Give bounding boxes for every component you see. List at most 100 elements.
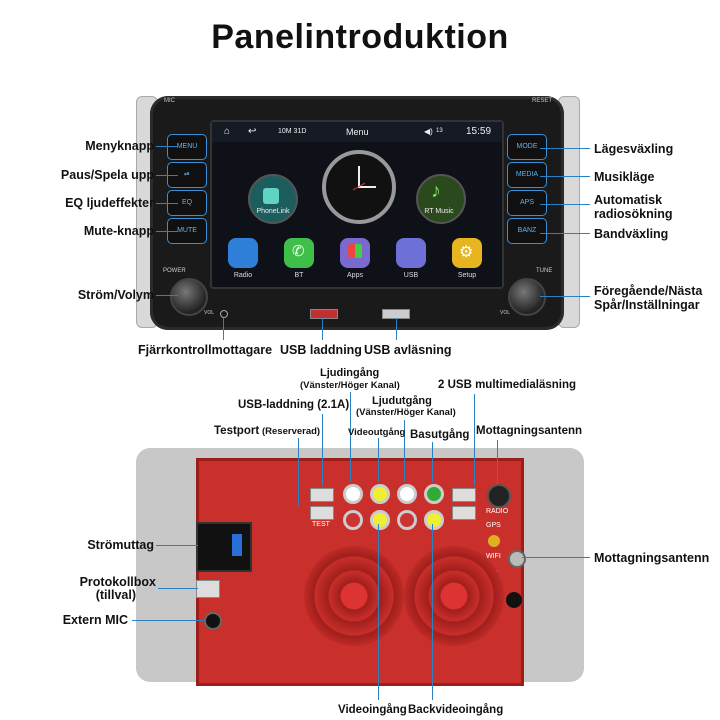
- leader-radiosokning: [540, 204, 590, 205]
- app-label-apps: Apps: [347, 272, 363, 279]
- label-tillval: (tillval): [95, 588, 136, 602]
- leader-mute: [156, 231, 178, 232]
- video-in-rca[interactable]: [370, 510, 390, 530]
- apps-grid-glyph: [348, 244, 362, 258]
- gps-antenna-port[interactable]: [488, 535, 500, 547]
- audio-out-right-rca[interactable]: [397, 510, 417, 530]
- reset-label: RESET: [532, 98, 553, 104]
- leader-stromuttag: [156, 545, 198, 546]
- usb-media-port-2[interactable]: [452, 506, 476, 520]
- radio-app-icon[interactable]: [228, 238, 258, 268]
- leader-bandvaxling: [540, 233, 590, 234]
- tune-label: TUNE: [536, 268, 553, 274]
- app-label-setup: Setup: [457, 272, 477, 279]
- leader-usb-laddning: [322, 318, 323, 340]
- media-button[interactable]: MEDIA: [507, 162, 547, 188]
- port-label-test: TEST: [312, 521, 330, 528]
- label-usb-laddning-rear: USB-laddning (2.1A): [238, 399, 350, 411]
- label-ljudutgang-sub: (Vänster/Höger Kanal): [356, 407, 456, 418]
- app-label-usb: USB: [403, 272, 419, 279]
- band-button[interactable]: BANZ: [507, 218, 547, 244]
- app-label-radio: Radio: [233, 272, 253, 279]
- clock-hand-minute: [358, 186, 376, 188]
- leader-testport: [298, 438, 299, 506]
- usb-charge-port[interactable]: [310, 309, 338, 319]
- label-fjarrkontroll: Fjärrkontrollmottagare: [138, 343, 273, 357]
- leader-ljudutgang: [404, 420, 405, 482]
- leader-menyknapp: [156, 146, 178, 147]
- rtmusic-widget[interactable]: [416, 174, 466, 224]
- back-icon[interactable]: ↩: [248, 126, 257, 137]
- volume-icon: ◀): [424, 127, 433, 136]
- wifi-antenna-port[interactable]: [508, 550, 526, 568]
- menu-button[interactable]: MENU: [167, 134, 207, 160]
- protocol-box-port[interactable]: [196, 580, 220, 598]
- black-round-port[interactable]: [506, 592, 522, 608]
- usb-media-port-1[interactable]: [452, 488, 476, 502]
- port-label-radio: RADIO: [486, 508, 509, 515]
- label-strom-volym: Ström/Volym: [77, 288, 154, 302]
- cooling-fan-right: [404, 546, 504, 646]
- label-basutgang: Basutgång: [410, 429, 470, 441]
- label-usb-avlasning: USB avläsning: [364, 343, 452, 357]
- audio-in-left-rca[interactable]: [343, 484, 363, 504]
- video-out-rca[interactable]: [370, 484, 390, 504]
- mic-label: MIC: [164, 98, 175, 104]
- status-volume: 13: [436, 128, 443, 134]
- phone-glyph: ✆: [292, 243, 305, 260]
- power-socket[interactable]: [196, 522, 252, 572]
- label-eq: EQ ljudeffekter: [65, 196, 154, 210]
- leader-musiklage: [540, 176, 590, 177]
- leader-mottagning-right: [522, 557, 590, 558]
- leader-basutgang: [432, 442, 433, 482]
- status-menu[interactable]: Menu: [346, 127, 369, 137]
- bt-app-icon[interactable]: [284, 238, 314, 268]
- tune-knob[interactable]: [508, 278, 546, 316]
- status-radio: 10M 31D: [278, 128, 307, 135]
- home-icon[interactable]: ⌂: [224, 126, 231, 137]
- cooling-fan-left: [304, 546, 404, 646]
- leader-strom-volym: [156, 295, 178, 296]
- external-mic-port[interactable]: [204, 612, 222, 630]
- aps-button[interactable]: APS: [507, 190, 547, 216]
- mode-button[interactable]: MODE: [507, 134, 547, 160]
- label-menyknapp: Menyknapp: [85, 139, 154, 153]
- leader-mottagning-top: [497, 440, 498, 484]
- radio-antenna-port[interactable]: [487, 484, 511, 508]
- leader-videoutgang: [378, 438, 379, 482]
- label-lagesvaxling: Lägesväxling: [594, 142, 674, 156]
- leader-videoingang: [378, 524, 379, 700]
- rtmusic-label: RT Music: [424, 208, 454, 215]
- vol-label-left: VOL: [204, 310, 215, 316]
- leader-eq: [156, 203, 178, 204]
- label-extern-mic: Extern MIC: [62, 613, 128, 627]
- page-title: Panelintroduktion: [211, 18, 509, 56]
- power-volume-knob[interactable]: [170, 278, 208, 316]
- usb-app-icon[interactable]: [396, 238, 426, 268]
- audio-out-left-rca[interactable]: [397, 484, 417, 504]
- label-testport-sub: (Reserverad): [262, 426, 321, 437]
- leader-ljudingang: [350, 392, 351, 482]
- label-mottagning-right: Mottagningsantenn: [594, 551, 710, 565]
- label-radiosokning: Automatisk radiosökning: [594, 193, 673, 221]
- usb-charge-port-rear-1[interactable]: [310, 488, 334, 502]
- label-backvideoingang: Backvideoingång: [408, 704, 504, 716]
- usb-charge-port-rear-2[interactable]: [310, 506, 334, 520]
- leader-backvideoingang: [432, 524, 433, 700]
- label-foregaende: Föregående/Nästa Spår/Inställningar: [594, 284, 703, 312]
- reverse-video-in-rca[interactable]: [424, 510, 444, 530]
- label-ljudutgang: Ljudutgång: [372, 395, 432, 407]
- vol-label-right: VOL: [500, 310, 511, 316]
- touch-screen[interactable]: ⌂ ↩ 10M 31D Menu ◀) 13 15:59 PhoneLink ♪…: [210, 120, 504, 289]
- label-videoingang: Videoingång: [338, 704, 407, 716]
- audio-in-right-rca[interactable]: [343, 510, 363, 530]
- sub-out-rca[interactable]: [424, 484, 444, 504]
- port-label-wifi: WIFI: [486, 553, 501, 560]
- leader-usb-laddning-rear: [322, 414, 323, 486]
- label-paus-spela: Paus/Spela upp: [60, 168, 154, 182]
- phonelink-icon: [263, 188, 279, 204]
- setup-app-icon[interactable]: [452, 238, 482, 268]
- power-label: POWER: [163, 268, 186, 274]
- label-mute: Mute-knapp: [83, 224, 154, 238]
- gear-glyph: ⚙: [459, 244, 474, 261]
